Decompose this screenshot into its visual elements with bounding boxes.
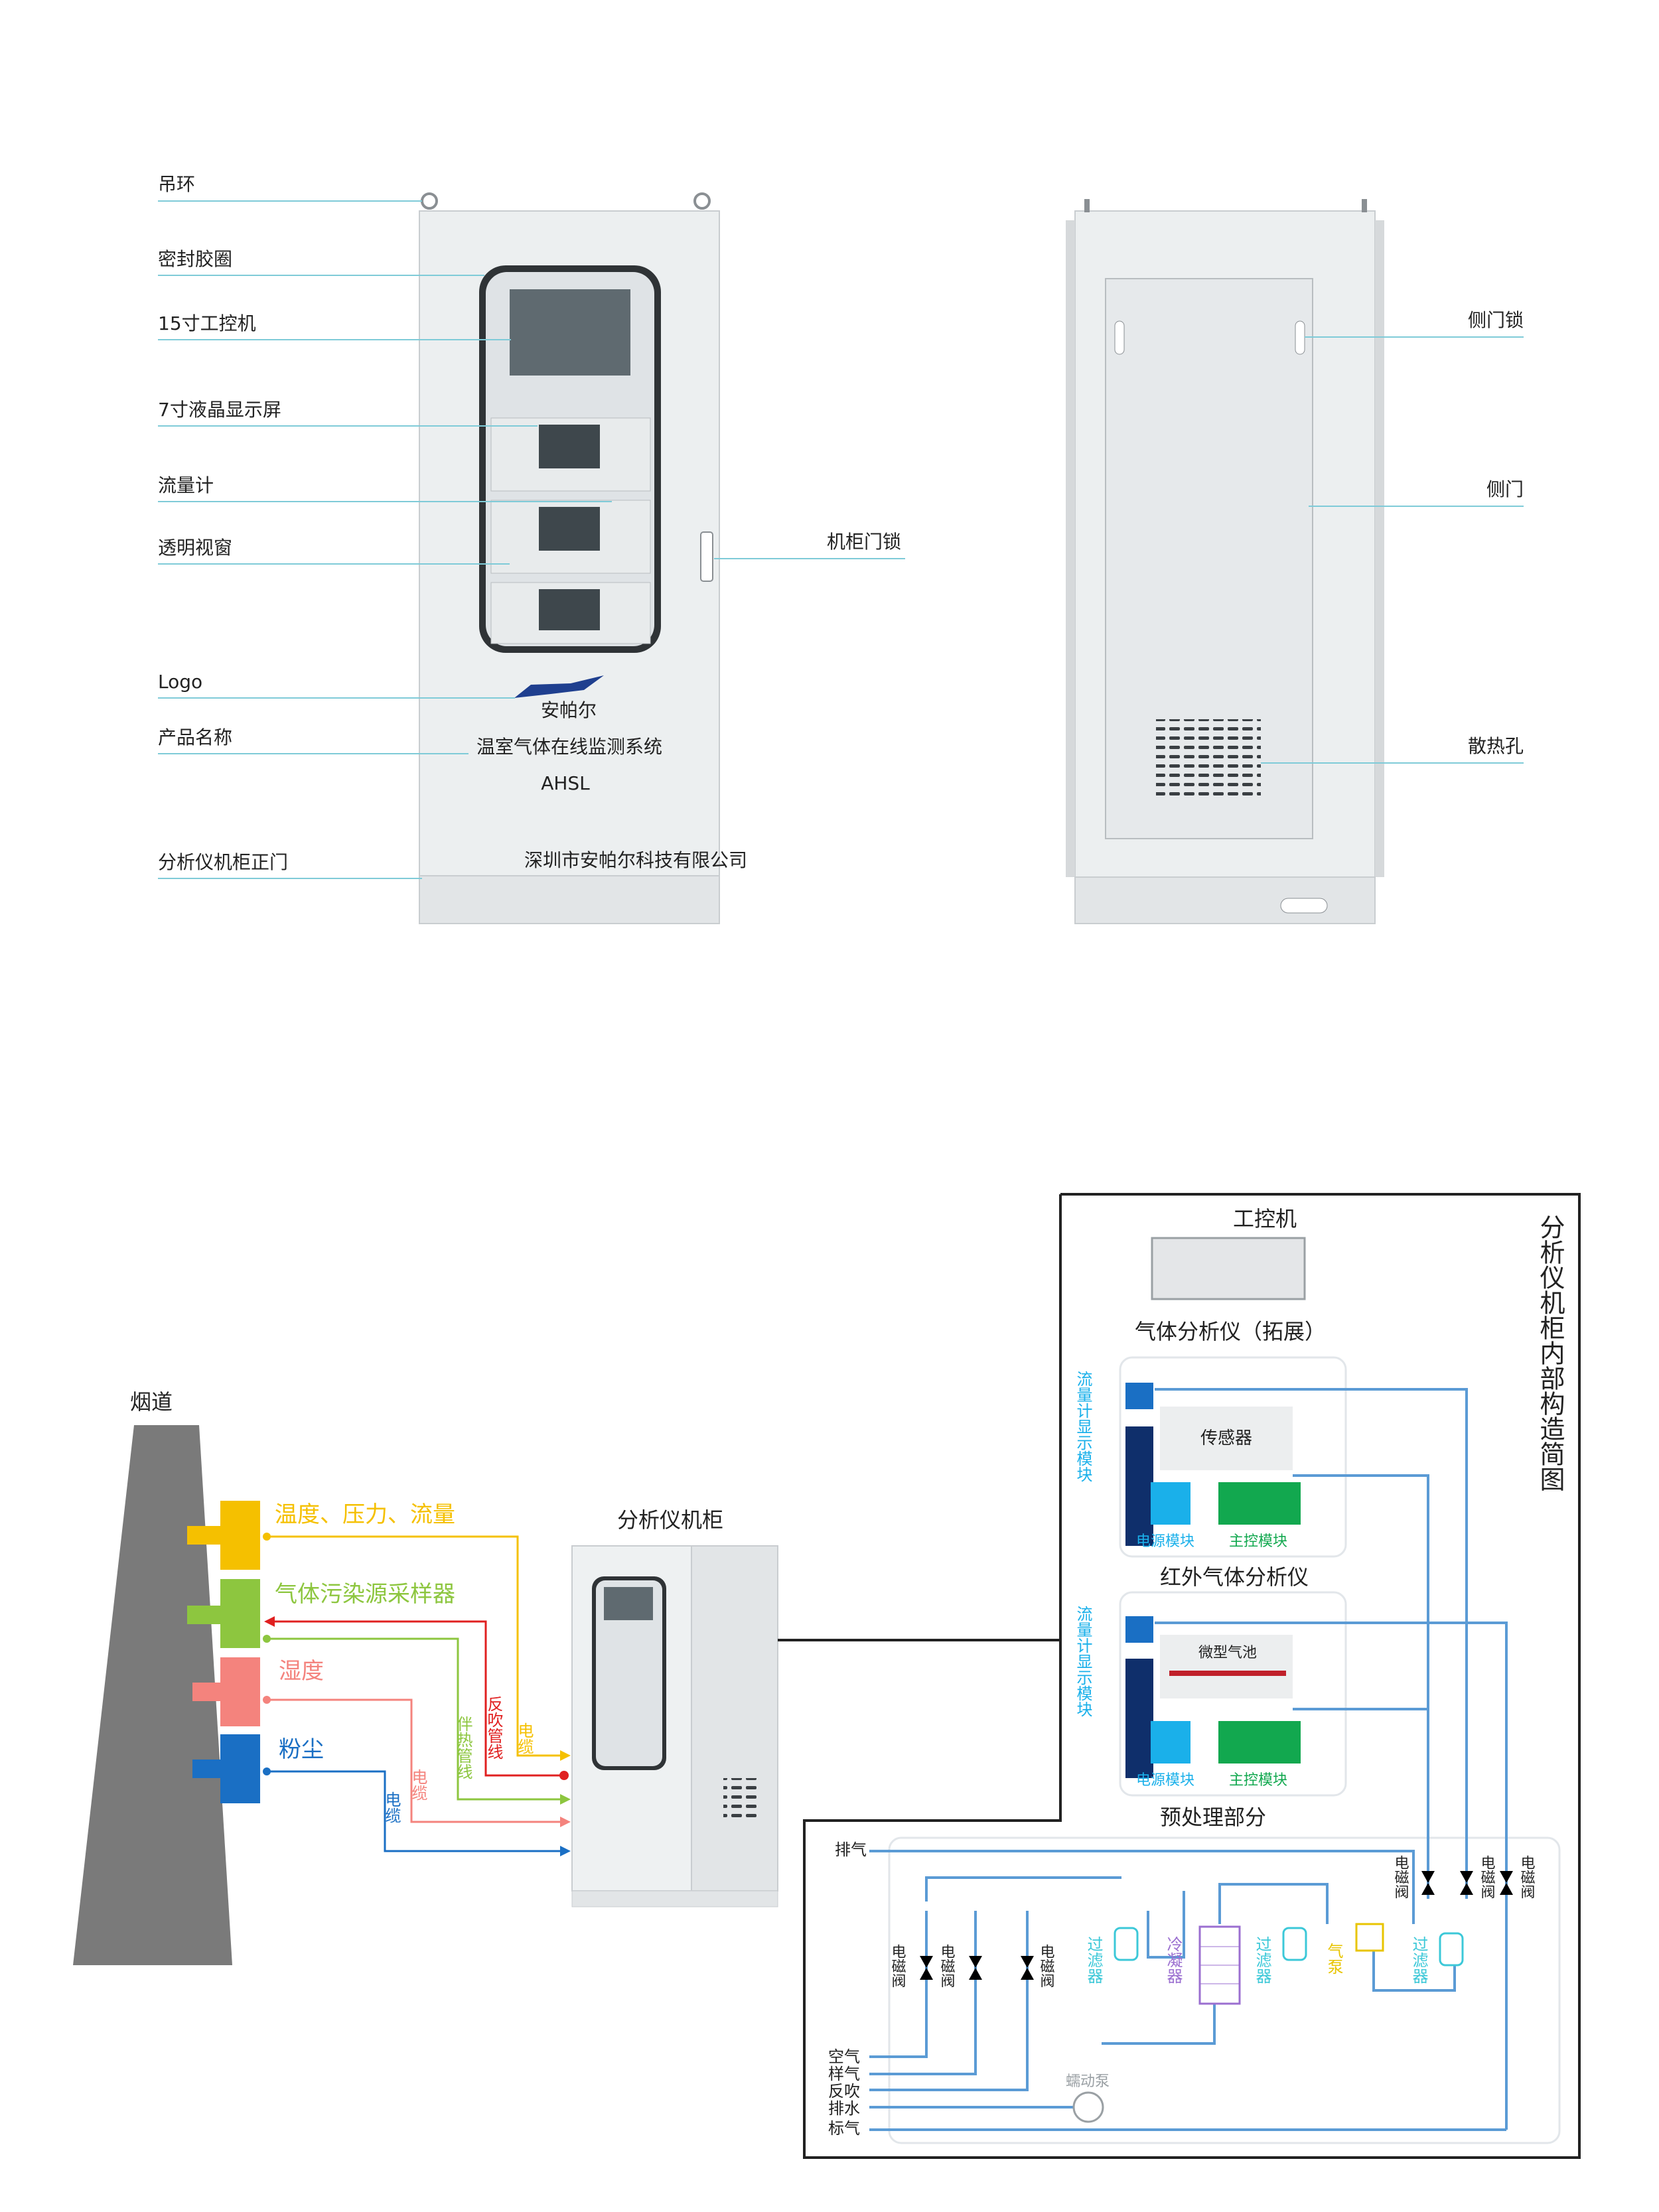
inlet-backblow: 反吹	[828, 2082, 860, 2101]
filter-label-2: 过滤器	[1253, 1936, 1271, 1984]
conn-dust-label: 粉尘	[279, 1736, 324, 1763]
inlet-drain: 排水	[828, 2099, 860, 2118]
logo-swoosh-icon	[514, 675, 604, 698]
side-lock-icon	[1114, 320, 1125, 355]
label-seal-gasket: 密封胶圈	[158, 248, 232, 270]
inlet-air: 空气	[828, 2047, 860, 2066]
product-model: AHSL	[541, 772, 590, 794]
lifting-ring-icon	[693, 192, 711, 210]
peristaltic-label: 蠕动泵	[1066, 2073, 1110, 2090]
condenser-label: 冷凝器	[1164, 1936, 1183, 1984]
peristaltic-pump-icon	[1072, 2091, 1104, 2123]
flow-display-label-2: 流量计显示模块	[1074, 1606, 1092, 1717]
micro-cell-label: 微型气池	[1198, 1645, 1257, 1661]
logo-text: 安帕尔	[541, 699, 597, 721]
door-lock-icon	[700, 531, 713, 582]
heat-trace-label: 伴热管线	[454, 1716, 472, 1779]
solenoid-label-5: 电磁阀	[1479, 1855, 1496, 1899]
solenoid-valve-icon	[920, 1871, 1513, 1980]
cable-label-red: 电缆	[409, 1769, 427, 1801]
side-callouts: 侧门锁 侧门 散热孔	[1261, 309, 1524, 764]
label-product-name: 产品名称	[158, 726, 232, 748]
side-cabinet-figure	[1066, 199, 1384, 924]
lcd-screen	[539, 507, 600, 551]
side-lock-icon	[1295, 320, 1305, 355]
label-side-door: 侧门	[1486, 478, 1524, 500]
vent-holes	[1156, 719, 1261, 799]
label-front-door: 分析仪机柜正门	[158, 851, 288, 873]
cabinet-base	[419, 875, 720, 924]
product-name: 温室气体在线监测系统	[476, 736, 662, 758]
label-door-lock: 机柜门锁	[827, 531, 901, 553]
label-flowmeter: 流量计	[158, 474, 214, 496]
flue-diagram: 烟道 温度、压力、流量 气体污染源采样器 湿度 粉尘 电缆 反吹管线 伴热管线 …	[73, 1389, 571, 1965]
exhaust-label: 排气	[835, 1840, 867, 1859]
label-lifting-ring: 吊环	[158, 173, 195, 195]
sensor-block-temp	[220, 1501, 260, 1570]
side-frame	[1066, 220, 1075, 877]
power-module-label-2: 电源模块	[1136, 1772, 1194, 1789]
pump-label: 气泵	[1325, 1943, 1343, 1974]
lcd-screen	[539, 425, 600, 468]
dust-block	[220, 1734, 260, 1803]
sampler-block	[220, 1579, 260, 1648]
solenoid-label-4: 电磁阀	[1392, 1855, 1409, 1899]
ipc-screen	[510, 289, 630, 376]
solenoid-label-6: 电磁阀	[1518, 1855, 1536, 1899]
ipc-monitor	[1151, 1237, 1306, 1300]
flue-title: 烟道	[130, 1389, 173, 1415]
label-ipc: 15寸工控机	[158, 312, 256, 334]
conn-sampler-label: 气体污染源采样器	[275, 1581, 455, 1608]
cable-label-blue: 电缆	[382, 1791, 401, 1823]
cabinet-side-base	[1074, 876, 1376, 924]
company-name: 深圳市安帕尔科技有限公司	[524, 849, 747, 871]
label-window: 透明视窗	[158, 537, 232, 559]
filter-label-1: 过滤器	[1084, 1936, 1103, 1984]
humidity-block	[220, 1657, 260, 1726]
ipc-title: 工控机	[1233, 1206, 1297, 1231]
sensor-label: 传感器	[1200, 1428, 1252, 1448]
inlet-sample: 样气	[828, 2065, 860, 2083]
gas-analyzer-ext-title: 气体分析仪（拓展）	[1135, 1319, 1326, 1344]
ir-analyzer-title: 红外气体分析仪	[1160, 1564, 1309, 1590]
main-module-label: 主控模块	[1229, 1533, 1287, 1550]
solenoid-label-3: 电磁阀	[1038, 1944, 1055, 1988]
side-frame	[1375, 220, 1384, 877]
solenoid-label-2: 电磁阀	[938, 1944, 956, 1988]
conn-humidity-label: 湿度	[279, 1658, 324, 1685]
backblow-label: 反吹管线	[484, 1696, 503, 1760]
flow-display-label: 流量计显示模块	[1074, 1371, 1092, 1482]
front-cabinet-figure: 安帕尔 温室气体在线监测系统 AHSL 深圳市安帕尔科技有限公司	[419, 192, 747, 924]
filter-label-3: 过滤器	[1409, 1936, 1428, 1984]
label-side-lock: 侧门锁	[1468, 309, 1524, 331]
pretreatment-title: 预处理部分	[1160, 1805, 1266, 1830]
power-module-label: 电源模块	[1136, 1533, 1194, 1550]
solenoid-label-1: 电磁阀	[889, 1944, 906, 1988]
main-module-label-2: 主控模块	[1229, 1772, 1287, 1789]
label-logo: Logo	[158, 671, 202, 693]
analyzer-cabinet: 分析仪机柜	[571, 1507, 1060, 1907]
lifting-ring-icon	[421, 192, 438, 210]
internal-title: 分析仪机柜内部构造简图	[1536, 1214, 1565, 1491]
conn-temp-label: 温度、压力、流量	[275, 1501, 455, 1528]
inlet-calgas: 标气	[828, 2119, 860, 2138]
label-vent: 散热孔	[1468, 735, 1524, 757]
flue-stack	[73, 1425, 232, 1965]
label-lcd: 7寸液晶显示屏	[158, 399, 281, 421]
lcd-screen	[539, 589, 600, 630]
cable-label-yellow: 电缆	[515, 1722, 534, 1754]
base-slot	[1280, 898, 1328, 914]
internal-structure: 分析仪机柜内部构造简图 工控机 气体分析仪（拓展） 流量计显示模块 传感器 电源…	[803, 1193, 1581, 2159]
analyzer-cabinet-title: 分析仪机柜	[617, 1507, 723, 1533]
front-callouts: 吊环 密封胶圈 15寸工控机 7寸液晶显示屏 流量计 透明视窗 Logo 产品名…	[158, 173, 905, 879]
